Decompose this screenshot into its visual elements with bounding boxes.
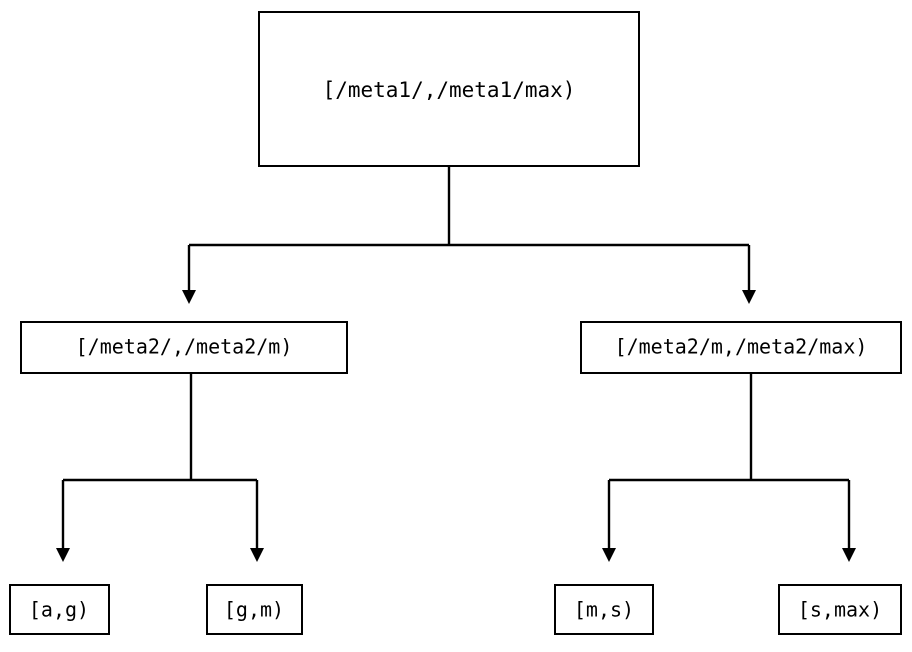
node-leaf-g-m-box[interactable] <box>206 584 303 635</box>
node-mid-right[interactable]: [/meta2/m,/meta2/max) <box>580 321 902 374</box>
edge-group-midleft-to-leaves <box>56 374 264 562</box>
node-leaf-a-g-label: [a,g) <box>29 598 89 622</box>
node-root-label: [/meta1/,/meta1/max) <box>323 78 576 102</box>
node-mid-left-box[interactable] <box>20 321 348 374</box>
node-leaf-a-g[interactable]: [a,g) <box>9 584 110 635</box>
arrowhead-midright-to-leaf3-icon <box>602 548 616 562</box>
arrowhead-root-to-mid-left-icon <box>182 290 196 304</box>
node-mid-right-label: [/meta2/m,/meta2/max) <box>615 335 868 359</box>
node-leaf-m-s-label: [m,s) <box>574 598 634 622</box>
node-leaf-s-max-box[interactable] <box>778 584 902 635</box>
node-root-box[interactable] <box>258 11 640 167</box>
node-leaf-m-s[interactable]: [m,s) <box>554 584 654 635</box>
arrowhead-root-to-mid-right-icon <box>742 290 756 304</box>
arrowhead-midright-to-leaf4-icon <box>842 548 856 562</box>
arrowhead-midleft-to-leaf1-icon <box>56 548 70 562</box>
node-leaf-g-m[interactable]: [g,m) <box>206 584 303 635</box>
node-leaf-a-g-box[interactable] <box>9 584 110 635</box>
node-leaf-s-max[interactable]: [s,max) <box>778 584 902 635</box>
node-root[interactable]: [/meta1/,/meta1/max) <box>258 11 640 167</box>
node-leaf-g-m-label: [g,m) <box>224 598 284 622</box>
edge-group-midright-to-leaves <box>602 374 856 562</box>
node-leaf-m-s-box[interactable] <box>554 584 654 635</box>
node-mid-left-label: [/meta2/,/meta2/m) <box>76 335 293 359</box>
node-mid-left[interactable]: [/meta2/,/meta2/m) <box>20 321 348 374</box>
arrowhead-midleft-to-leaf2-icon <box>250 548 264 562</box>
node-mid-right-box[interactable] <box>580 321 902 374</box>
node-leaf-s-max-label: [s,max) <box>798 598 882 622</box>
edge-group-root-to-mid <box>182 167 756 304</box>
